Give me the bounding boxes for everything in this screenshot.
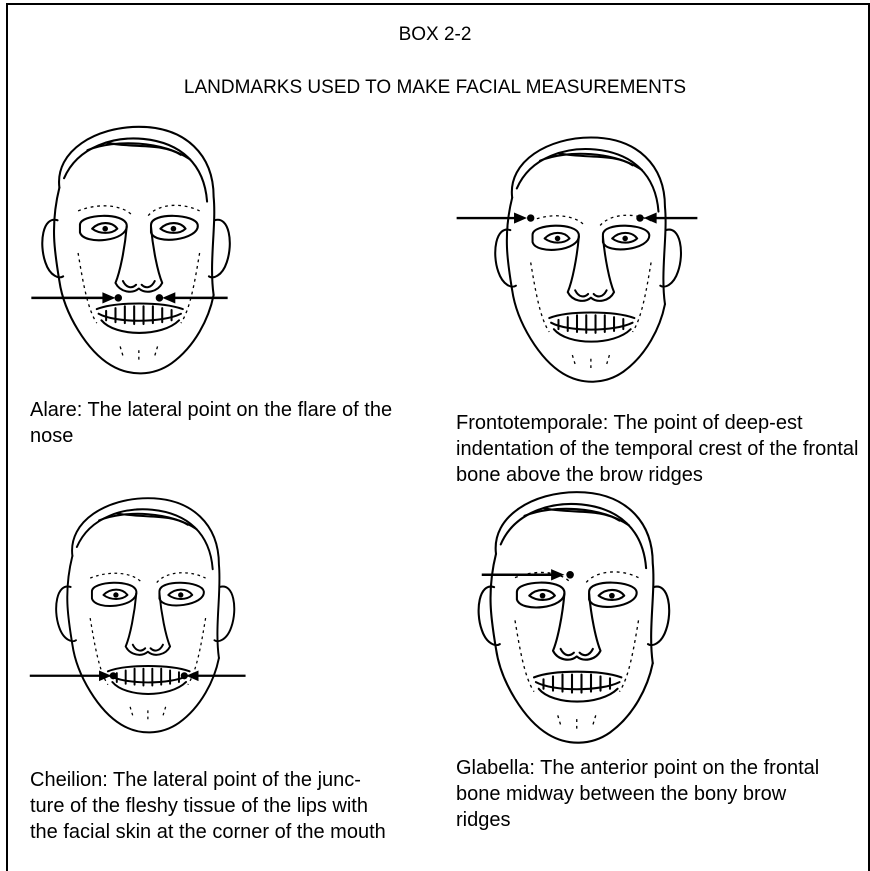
caption-cheilion: Cheilion: The lateral point of the junc-…	[30, 767, 390, 845]
alare-point-left	[115, 294, 122, 301]
box-heading: LANDMARKS USED TO MAKE FACIAL MEASUREMEN…	[0, 77, 870, 99]
caption-glabella: Glabella: The anterior point on the fron…	[456, 755, 836, 833]
caption-alare: Alare: The lateral point on the flare of…	[30, 397, 410, 449]
alare-face-illustration	[22, 118, 237, 388]
frontotemporale-point-left	[527, 214, 534, 221]
caption-frontotemporale: Frontotemporale: The point of deep-est i…	[456, 410, 866, 488]
cheilion-point-right	[181, 672, 188, 679]
glabella-face-illustration	[458, 487, 686, 749]
frontotemporale-face-illustration	[452, 130, 702, 395]
alare-arrow-left	[31, 292, 115, 303]
cheilion-face-illustration	[28, 484, 250, 761]
glabella-arrow	[482, 569, 565, 580]
glabella-point	[566, 571, 574, 579]
alare-point-right	[156, 294, 163, 301]
cheilion-point-left	[110, 672, 117, 679]
frontotemporale-arrow-right	[644, 213, 698, 224]
cheilion-arrow-left	[30, 670, 112, 681]
alare-arrow-right	[162, 292, 227, 303]
frontotemporale-point-right	[636, 214, 643, 221]
box-title: BOX 2-2	[0, 24, 870, 46]
frontotemporale-arrow-left	[457, 213, 527, 224]
